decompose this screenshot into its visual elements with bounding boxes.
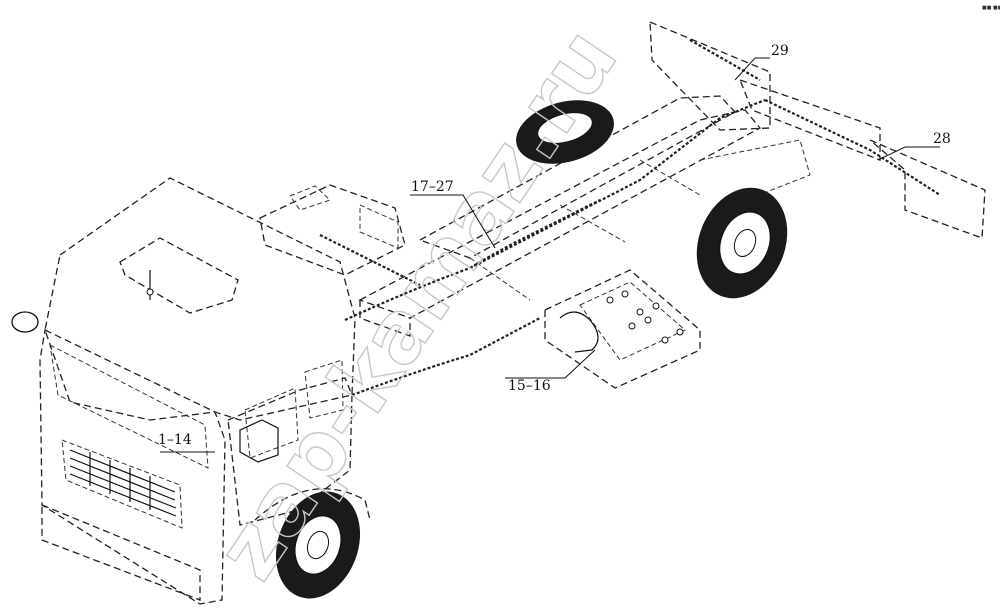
callout-28: 28 xyxy=(933,131,951,147)
callout-1-14: 1–14 xyxy=(158,432,192,448)
engine-block xyxy=(259,184,406,276)
callout-15-16: 15–16 xyxy=(508,378,551,394)
corner-mark: ■■ ■■■ xyxy=(982,5,1000,11)
rear-wheel-right xyxy=(696,187,788,299)
front-wheel xyxy=(275,491,361,599)
callout-29: 29 xyxy=(771,43,789,59)
truck-cab xyxy=(11,177,371,605)
callout-17-27: 17–27 xyxy=(411,179,454,195)
callout-leaders xyxy=(160,57,940,453)
watermark: zap-kamaz.ru xyxy=(197,11,636,596)
wiring-harness xyxy=(319,39,941,397)
battery-box xyxy=(544,269,701,389)
chassis-frame xyxy=(358,21,986,337)
rear-wheel-left xyxy=(516,100,614,164)
